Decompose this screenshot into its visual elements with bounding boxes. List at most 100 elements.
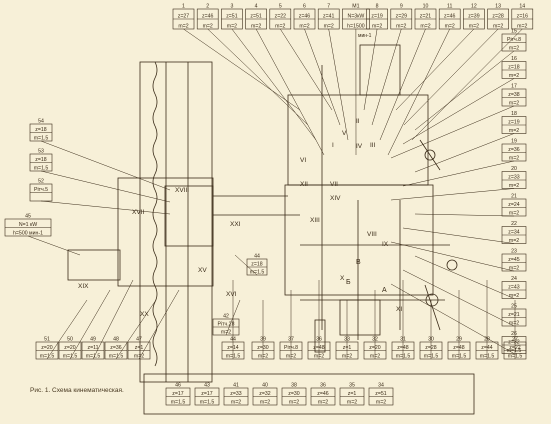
gear-teeth: z=33 <box>508 175 520 181</box>
top-gear-label: 12z=39m=2 <box>463 4 485 30</box>
gear-teeth: z=1 <box>343 345 352 351</box>
gear-number: 41 <box>233 383 239 389</box>
gear-teeth: z=11 <box>87 345 98 351</box>
gear-number: 19 <box>511 139 517 145</box>
leader-line <box>115 299 157 360</box>
gear-number: 14 <box>519 4 525 10</box>
gear-teeth: z=20 <box>369 345 381 351</box>
extra-gear-label: 44 z=18 m=1.5 <box>246 254 268 276</box>
left-motor-label: 45N=1 кWh=500 мин-1 <box>4 214 52 237</box>
gear-teeth: z=34 <box>508 230 520 236</box>
node-letter: Б <box>346 279 351 286</box>
gear-number: 42 <box>223 314 229 320</box>
top-gear-label: 4z=51m=2 <box>245 4 267 30</box>
gear-number: 28 <box>484 337 490 343</box>
base-gear-label: 36z=46m=2 <box>310 383 336 406</box>
shaft-numeral: XIII <box>310 217 320 224</box>
gear-teeth: z=39 <box>468 14 480 20</box>
gear-module: m=2 <box>396 24 406 30</box>
gear-module: m=2 <box>376 400 386 406</box>
shaft-numeral: XVIII <box>175 187 189 194</box>
right-gear-label: 18z=19m=2 <box>501 111 527 134</box>
gear-teeth: z=46 <box>299 14 311 20</box>
gear-number: 13 <box>495 4 501 10</box>
gear-module: m=2 <box>258 354 268 360</box>
base-gear-label: 46z=17m=1.5 <box>165 383 191 406</box>
gear-number: 35 <box>349 383 355 389</box>
gear-number: 22 <box>511 221 517 227</box>
bottom-gear-label: 33z=1m=2 <box>335 337 359 360</box>
gear-teeth: z=45 <box>508 257 520 263</box>
leader-line <box>207 28 309 126</box>
shaft-numeral: XX <box>140 311 149 318</box>
gear-teeth: z=24 <box>508 202 520 208</box>
base-gear-label: 40z=32m=2 <box>252 383 278 406</box>
leader-line <box>231 28 317 141</box>
bottom-gear-label: 29z=48m=1.5 <box>447 337 471 360</box>
gear-teeth: z=51 <box>375 391 387 397</box>
leader-line <box>40 170 171 203</box>
gear-module: m=2 <box>314 354 324 360</box>
shaft-numeral: XVII <box>132 209 144 216</box>
gear-number: 10 <box>423 4 429 10</box>
gear-module: m=2 <box>347 400 357 406</box>
gear-number: 15 <box>511 29 517 35</box>
gear-teeth: z=18 <box>251 262 263 268</box>
gear-module: m=1.5 <box>250 270 265 276</box>
gear-number: 30 <box>428 337 434 343</box>
leader-line <box>138 289 180 360</box>
bottom-gear-label: 44z=14m=1.5 <box>221 337 245 360</box>
gear-number: 47 <box>136 337 142 343</box>
shaft-numeral: IX <box>382 241 389 248</box>
leader-line <box>390 188 515 201</box>
gear-teeth: z=41 <box>323 14 335 20</box>
gear-module: m=1.5 <box>86 354 101 360</box>
top-gear-label: 6z=46m=2 <box>293 4 316 30</box>
bottom-gear-label: 30z=28m=1.5 <box>419 337 443 360</box>
motor-unit-label: мин-1 <box>358 33 372 39</box>
bottom-gear-label: 51z=20m=1.5 <box>35 337 59 360</box>
bottom-gear-label: 48z=36m=1.5 <box>104 337 128 360</box>
right-gear-label: 19z=36m=2 <box>501 139 527 162</box>
leader-line <box>280 28 333 111</box>
top-gear-label: 13z=28m=2 <box>487 4 509 30</box>
gear-module: m=2 <box>203 24 213 30</box>
gear-number: M1 <box>352 4 359 10</box>
gear-module: m=2 <box>324 24 334 30</box>
top-gear-label: 2z=46m=2 <box>196 4 219 30</box>
gear-module: m=2 <box>509 211 519 217</box>
hand-wheel <box>446 259 458 271</box>
gear-teeth: z=18 <box>35 157 47 163</box>
gear-number: 40 <box>262 383 268 389</box>
handle-bar <box>419 139 441 171</box>
gear-teeth: z=32 <box>508 340 520 346</box>
gear-number: 18 <box>511 111 517 117</box>
gear-module: m=1.5 <box>63 354 78 360</box>
spindle-bottom <box>314 319 326 353</box>
leader-line <box>255 28 325 156</box>
gear-module: m=2 <box>299 24 309 30</box>
bottom-gear-label: 28z=44m=1.5 <box>475 337 499 360</box>
leader-line <box>402 227 515 244</box>
shaft-numeral: II <box>356 118 360 125</box>
gear-teeth: z=48 <box>397 345 409 351</box>
gear-teeth: z=36 <box>508 147 520 153</box>
leader-line <box>411 28 523 141</box>
shaft-numeral: VII <box>330 181 338 188</box>
top-gear-label: 5z=22m=2 <box>269 4 292 30</box>
gear-teeth: z=19 <box>508 120 520 126</box>
gear-number: 44 <box>254 254 260 260</box>
gear-number: 26 <box>511 331 517 337</box>
gear-number: 24 <box>511 276 517 282</box>
gear-teeth: z=38 <box>508 92 520 98</box>
shaft-numeral: IV <box>356 143 363 150</box>
gear-number: 45 <box>25 214 31 220</box>
gear-module: m=2 <box>289 400 299 406</box>
leader-line <box>414 50 515 131</box>
leader-line <box>402 269 515 327</box>
gear-number: 21 <box>511 194 517 200</box>
gear-number: 7 <box>327 4 330 10</box>
gear-teeth: z=21 <box>420 14 432 20</box>
